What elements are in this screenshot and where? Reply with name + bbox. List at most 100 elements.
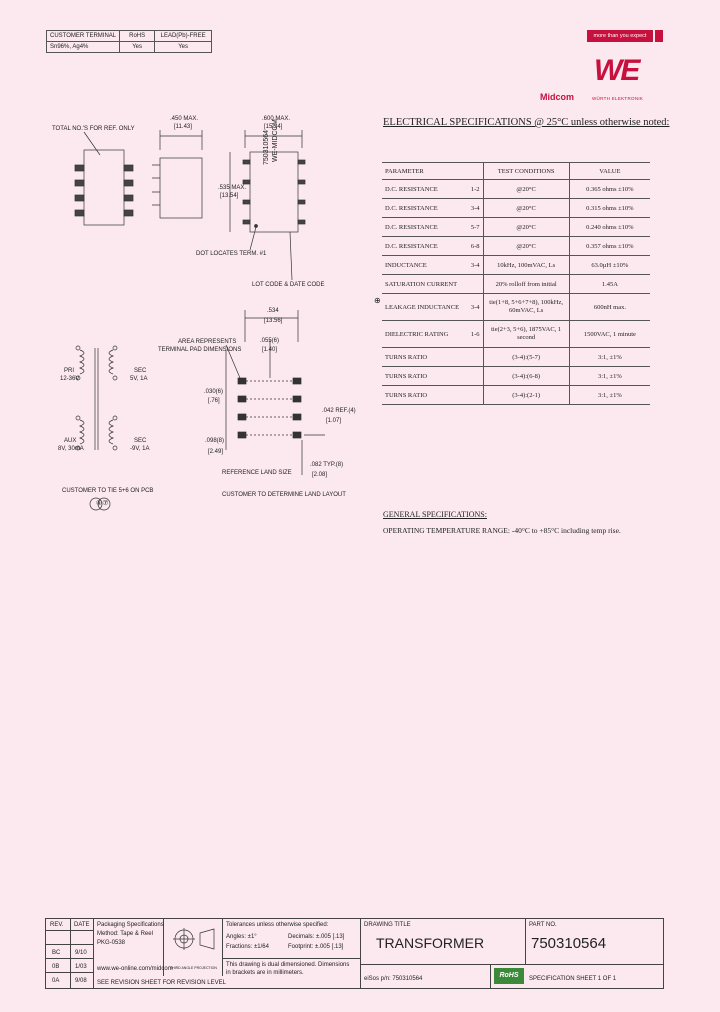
dual-dimension-note: This drawing is dual dimensioned. Dimens… <box>226 962 350 968</box>
footprint-tolerance: Footprint: ±.005 [.13] <box>288 944 344 950</box>
header-value: VALUE <box>568 162 650 180</box>
table-cell: (3-4):(5-7) <box>482 347 570 367</box>
table-row: CUSTOMER TERMINAL RoHS LEAD(Pb)-FREE <box>45 30 213 42</box>
website-link[interactable]: www.we-online.com/midcom <box>97 966 173 972</box>
table-cell: Yes <box>154 41 213 53</box>
table-cell: 6-8 <box>462 236 484 256</box>
sec2-voltage: -9V, 1A <box>130 446 150 452</box>
tolerance-note: Tolerances unless otherwise specified: <box>226 922 329 928</box>
aux-voltage: 8V, 30mA <box>58 446 84 452</box>
electrical-spec-table: PARAMETER TEST CONDITIONS VALUE D.C. RES… <box>382 162 650 405</box>
rev-header: REV. <box>50 922 64 928</box>
slogan-banner: more than you expect <box>587 30 653 42</box>
table-row: TURNS RATIO (3-4):(5-7)3:1, ±1% <box>382 347 650 367</box>
header-parameter: PARAMETER <box>382 162 463 180</box>
reference-land-size: REFERENCE LAND SIZE <box>222 470 292 476</box>
dim-042: .042 REF.(4) <box>322 408 356 414</box>
table-cell: 1.45A <box>568 274 650 294</box>
table-cell: (3-4):(2-1) <box>482 385 570 405</box>
table-cell: D.C. RESISTANCE <box>382 236 463 256</box>
pri-label: PRI <box>64 368 75 374</box>
aux-label: AUX <box>64 438 77 444</box>
rev-code: 0B <box>52 964 60 970</box>
land-layout <box>225 310 325 475</box>
table-cell: @20°C <box>482 198 570 218</box>
table-cell <box>462 385 484 405</box>
projection-label: THIRD ANGLE PROJECTION <box>170 966 217 970</box>
body-part-number: 750310564 <box>263 129 270 165</box>
table-cell: 0.365 ohms ±10% <box>568 179 650 199</box>
revision-note: SEE REVISION SHEET FOR REVISION LEVEL <box>97 980 226 986</box>
mechanical-drawing <box>74 130 325 511</box>
table-row: TURNS RATIO (3-4):(2-1)3:1, ±1% <box>382 385 650 405</box>
sheet-number: SPECIFICATION SHEET 1 OF 1 <box>529 976 617 982</box>
sec2-label: SEC <box>134 438 147 444</box>
rev-date: 9/10 <box>75 950 87 956</box>
fractions-tolerance: Fractions: ±1/64 <box>226 944 269 950</box>
customer-tie-note: CUSTOMER TO TIE 5+6 ON PCB <box>62 488 154 494</box>
saturation-marker: ⊕ <box>374 296 381 305</box>
table-cell: LEAD(Pb)-FREE <box>154 30 213 42</box>
table-cell: 63.0µH ±10% <box>568 255 650 275</box>
table-cell: LEAKAGE INDUCTANCE <box>382 293 463 321</box>
spec-title: ELECTRICAL SPECIFICATIONS @ 25°C unless … <box>383 117 670 128</box>
schematic <box>75 345 118 511</box>
table-cell: TURNS RATIO <box>382 385 463 405</box>
table-cell: DIELECTRIC RATING <box>382 320 463 348</box>
dim-082-mm: [2.08] <box>312 472 328 478</box>
table-cell: 3-4 <box>462 198 484 218</box>
dim-534-mm: [13.56] <box>264 318 283 324</box>
total-terminals-note: TOTAL NO.'S FOR REF. ONLY <box>52 126 135 132</box>
dim-055: .055(6) <box>260 338 280 344</box>
table-row: SATURATION CURRENT 20% rolloff from init… <box>382 274 650 294</box>
part-number: 750310564 <box>531 935 607 952</box>
table-cell: 1-2 <box>462 179 484 199</box>
table-cell: 0.315 ohms ±10% <box>568 198 650 218</box>
wurth-label: WÜRTH ELEKTRONIK <box>592 96 644 101</box>
terminal-pad-note: TERMINAL PAD DIMENSIONS <box>158 347 242 353</box>
area-represents: AREA REPRESENTS <box>178 339 237 345</box>
drawing-title: TRANSFORMER <box>376 935 485 951</box>
table-cell: D.C. RESISTANCE <box>382 217 463 237</box>
rohs-mark: RoHS <box>494 968 524 984</box>
dim-055-mm: [1.40] <box>262 347 278 353</box>
customer-land-note: CUSTOMER TO DETERMINE LAND LAYOUT <box>222 492 346 498</box>
we-logo: WE <box>594 54 640 87</box>
table-cell: @20°C <box>482 179 570 199</box>
pri-voltage: 12-36V <box>60 376 80 382</box>
sec-label: SEC <box>134 368 147 374</box>
table-cell: CUSTOMER TERMINAL <box>45 30 121 42</box>
slogan-edge <box>655 30 663 42</box>
dim-098-mm: [2.49] <box>208 449 224 455</box>
package-side-view <box>152 130 203 219</box>
header-pins <box>462 162 484 180</box>
package-top-view <box>74 131 134 226</box>
table-cell: @20°C <box>482 236 570 256</box>
projection-symbol-icon <box>173 928 215 950</box>
date-header: DATE <box>74 922 90 928</box>
table-cell: tie(2+3, 5+6), 1875VAC, 1 second <box>482 320 570 348</box>
lot-code-note: LOT CODE & DATE CODE <box>252 282 325 288</box>
table-cell: Yes <box>119 41 156 53</box>
midcom-logo: Midcom <box>540 92 575 102</box>
table-cell: (3-4):(6-8) <box>482 366 570 386</box>
dim-535: .535 MAX. <box>218 185 247 191</box>
table-cell: 0.240 ohms ±10% <box>568 217 650 237</box>
table-cell: 10kHz, 100mVAC, Ls <box>482 255 570 275</box>
table-cell: INDUCTANCE <box>382 255 463 275</box>
dim-600: .600 MAX. <box>262 116 291 122</box>
table-cell: 0.357 ohms ±10% <box>568 236 650 256</box>
table-cell: RoHS <box>119 30 156 42</box>
table-cell: TURNS RATIO <box>382 347 463 367</box>
dim-030: .030(6) <box>204 389 224 395</box>
table-cell: 5-7 <box>462 217 484 237</box>
body-brand: WE-MIDCOM <box>272 119 279 162</box>
packaging-code: PKG-0538 <box>97 940 126 946</box>
table-cell: 3:1, ±1% <box>568 366 650 386</box>
millimeter-note: in brackets are in millimeters. <box>226 970 304 976</box>
dim-600-mm: [15.24] <box>264 124 283 130</box>
